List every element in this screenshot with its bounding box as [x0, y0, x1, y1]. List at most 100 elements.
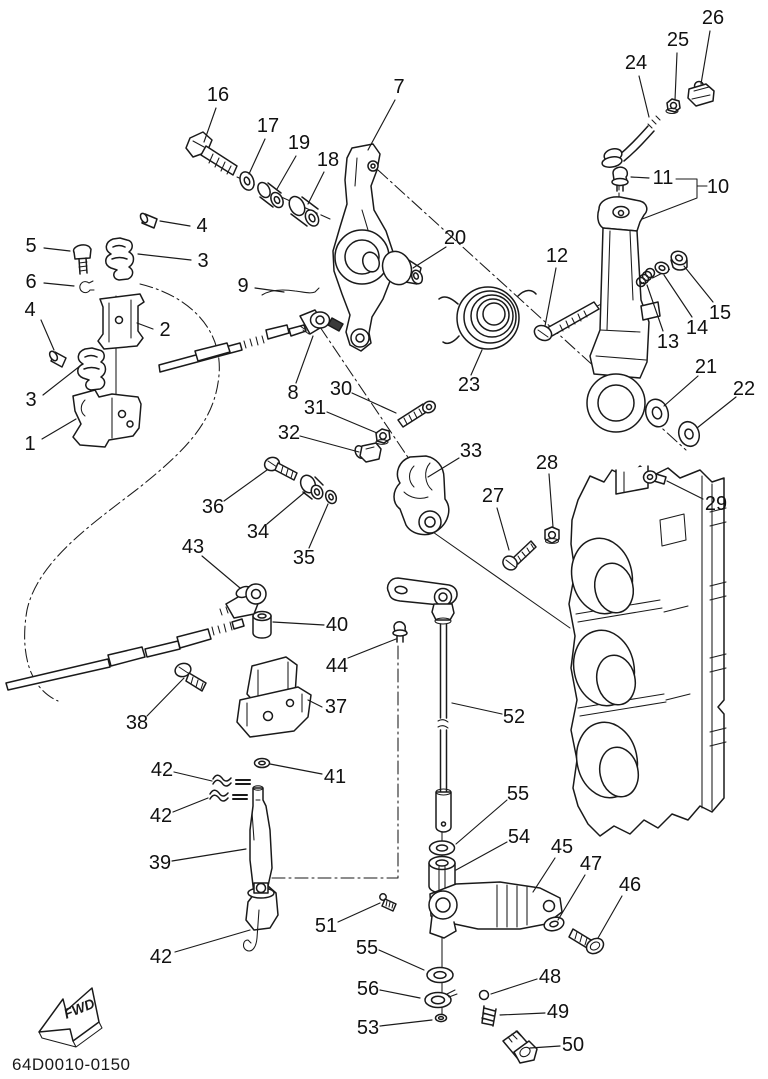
fwd-arrow: FWD	[38, 987, 103, 1048]
leader-line	[43, 282, 75, 287]
callout-6: 6	[25, 271, 36, 293]
callout-30: 30	[330, 378, 352, 400]
callout-34: 34	[247, 521, 269, 543]
callout-50: 50	[562, 1034, 584, 1056]
leader-line	[276, 155, 297, 190]
part-31-nut	[375, 428, 391, 445]
throttle-cable-routing	[24, 283, 220, 702]
callout-15: 15	[709, 302, 731, 324]
part-30-bolt	[397, 400, 437, 428]
part-44-bolt	[392, 621, 408, 643]
part-40-bushing	[252, 610, 272, 639]
leader-line	[674, 52, 678, 101]
leader-line	[597, 895, 623, 939]
part-51-fitting	[379, 893, 397, 912]
part-2-bracket	[97, 293, 145, 350]
callout-2: 2	[159, 319, 170, 341]
part-49-spring	[481, 1005, 497, 1027]
leader-line	[173, 771, 213, 782]
leader-line	[254, 287, 285, 293]
leader-line	[136, 322, 154, 330]
leader-line	[367, 99, 396, 151]
callout-13: 13	[657, 331, 679, 353]
part-29-bolt	[642, 470, 667, 485]
part-33-bracket	[393, 455, 450, 536]
leader-line	[299, 435, 360, 453]
part-24-rod	[601, 115, 661, 168]
part-38-screw	[174, 662, 207, 692]
leader-line	[490, 978, 538, 995]
callout-21: 21	[695, 356, 717, 378]
part-47-washer	[543, 916, 565, 932]
callout-35: 35	[293, 547, 315, 569]
callout-48: 48	[539, 966, 561, 988]
callout-3: 3	[197, 250, 208, 272]
leader-line	[470, 349, 483, 376]
diagram-line	[636, 178, 698, 222]
part-34-bushing	[299, 474, 324, 500]
callout-20: 20	[444, 227, 466, 249]
leader-line	[638, 75, 650, 118]
part-15-collar	[670, 250, 688, 271]
part-4-pin-top	[139, 212, 158, 229]
callout-51: 51	[315, 915, 337, 937]
leader-line	[146, 677, 185, 717]
leader-line-layer	[40, 30, 737, 1049]
leader-line	[666, 480, 704, 500]
part-56-washer	[424, 989, 458, 1009]
diagram-code: 64D0010-0150	[12, 1055, 130, 1074]
part-39-arm	[243, 785, 279, 952]
callout-55: 55	[356, 937, 378, 959]
leader-line	[499, 1012, 546, 1016]
leader-line	[455, 841, 508, 871]
leader-line	[548, 473, 554, 528]
part-13-spring	[635, 267, 656, 288]
callout-32: 32	[278, 422, 300, 444]
part-19-bushing	[257, 181, 284, 209]
part-46-bolt	[568, 928, 605, 955]
part-6-clip	[79, 280, 95, 294]
leader-line	[427, 457, 460, 478]
part-3-clamp-top	[105, 237, 135, 281]
callout-56: 56	[357, 978, 379, 1000]
callout-14: 14	[686, 317, 708, 339]
leader-line	[412, 246, 447, 269]
callout-9: 9	[237, 275, 248, 297]
leader-line	[159, 220, 191, 227]
callout-55: 55	[507, 783, 529, 805]
callout-33: 33	[460, 440, 482, 462]
callout-17: 17	[257, 115, 279, 137]
leader-line	[496, 507, 510, 551]
callout-3: 3	[25, 389, 36, 411]
callout-54: 54	[508, 826, 530, 848]
callout-46: 46	[619, 874, 641, 896]
leader-line	[379, 989, 421, 999]
leader-line	[269, 763, 323, 775]
callout-39: 39	[149, 852, 171, 874]
leader-line	[223, 469, 268, 502]
leader-line	[308, 503, 329, 549]
part-3-clamp-lower	[77, 347, 107, 391]
part-25-nut	[665, 98, 681, 115]
part-7-lever	[332, 143, 394, 352]
callout-10: 10	[707, 176, 729, 198]
leader-line	[174, 929, 251, 953]
leader-line	[272, 621, 325, 626]
leader-line	[41, 418, 77, 440]
leader-line	[347, 638, 397, 659]
part-22-washer	[677, 420, 701, 448]
part-8-rod-end	[299, 309, 344, 335]
callout-42: 42	[151, 759, 173, 781]
part-36-bolt	[263, 456, 298, 481]
callout-41: 41	[324, 766, 346, 788]
part-28-nut	[544, 526, 560, 544]
part-41-washer	[253, 757, 271, 769]
callout-4: 4	[196, 215, 207, 237]
leader-line	[43, 247, 71, 252]
part-16-bolt	[185, 131, 238, 176]
part-48-ball	[478, 989, 490, 1001]
shift-rod-lower	[5, 618, 245, 691]
shift-rod-upper	[158, 324, 307, 373]
callout-4: 4	[24, 299, 35, 321]
callout-53: 53	[357, 1017, 379, 1039]
